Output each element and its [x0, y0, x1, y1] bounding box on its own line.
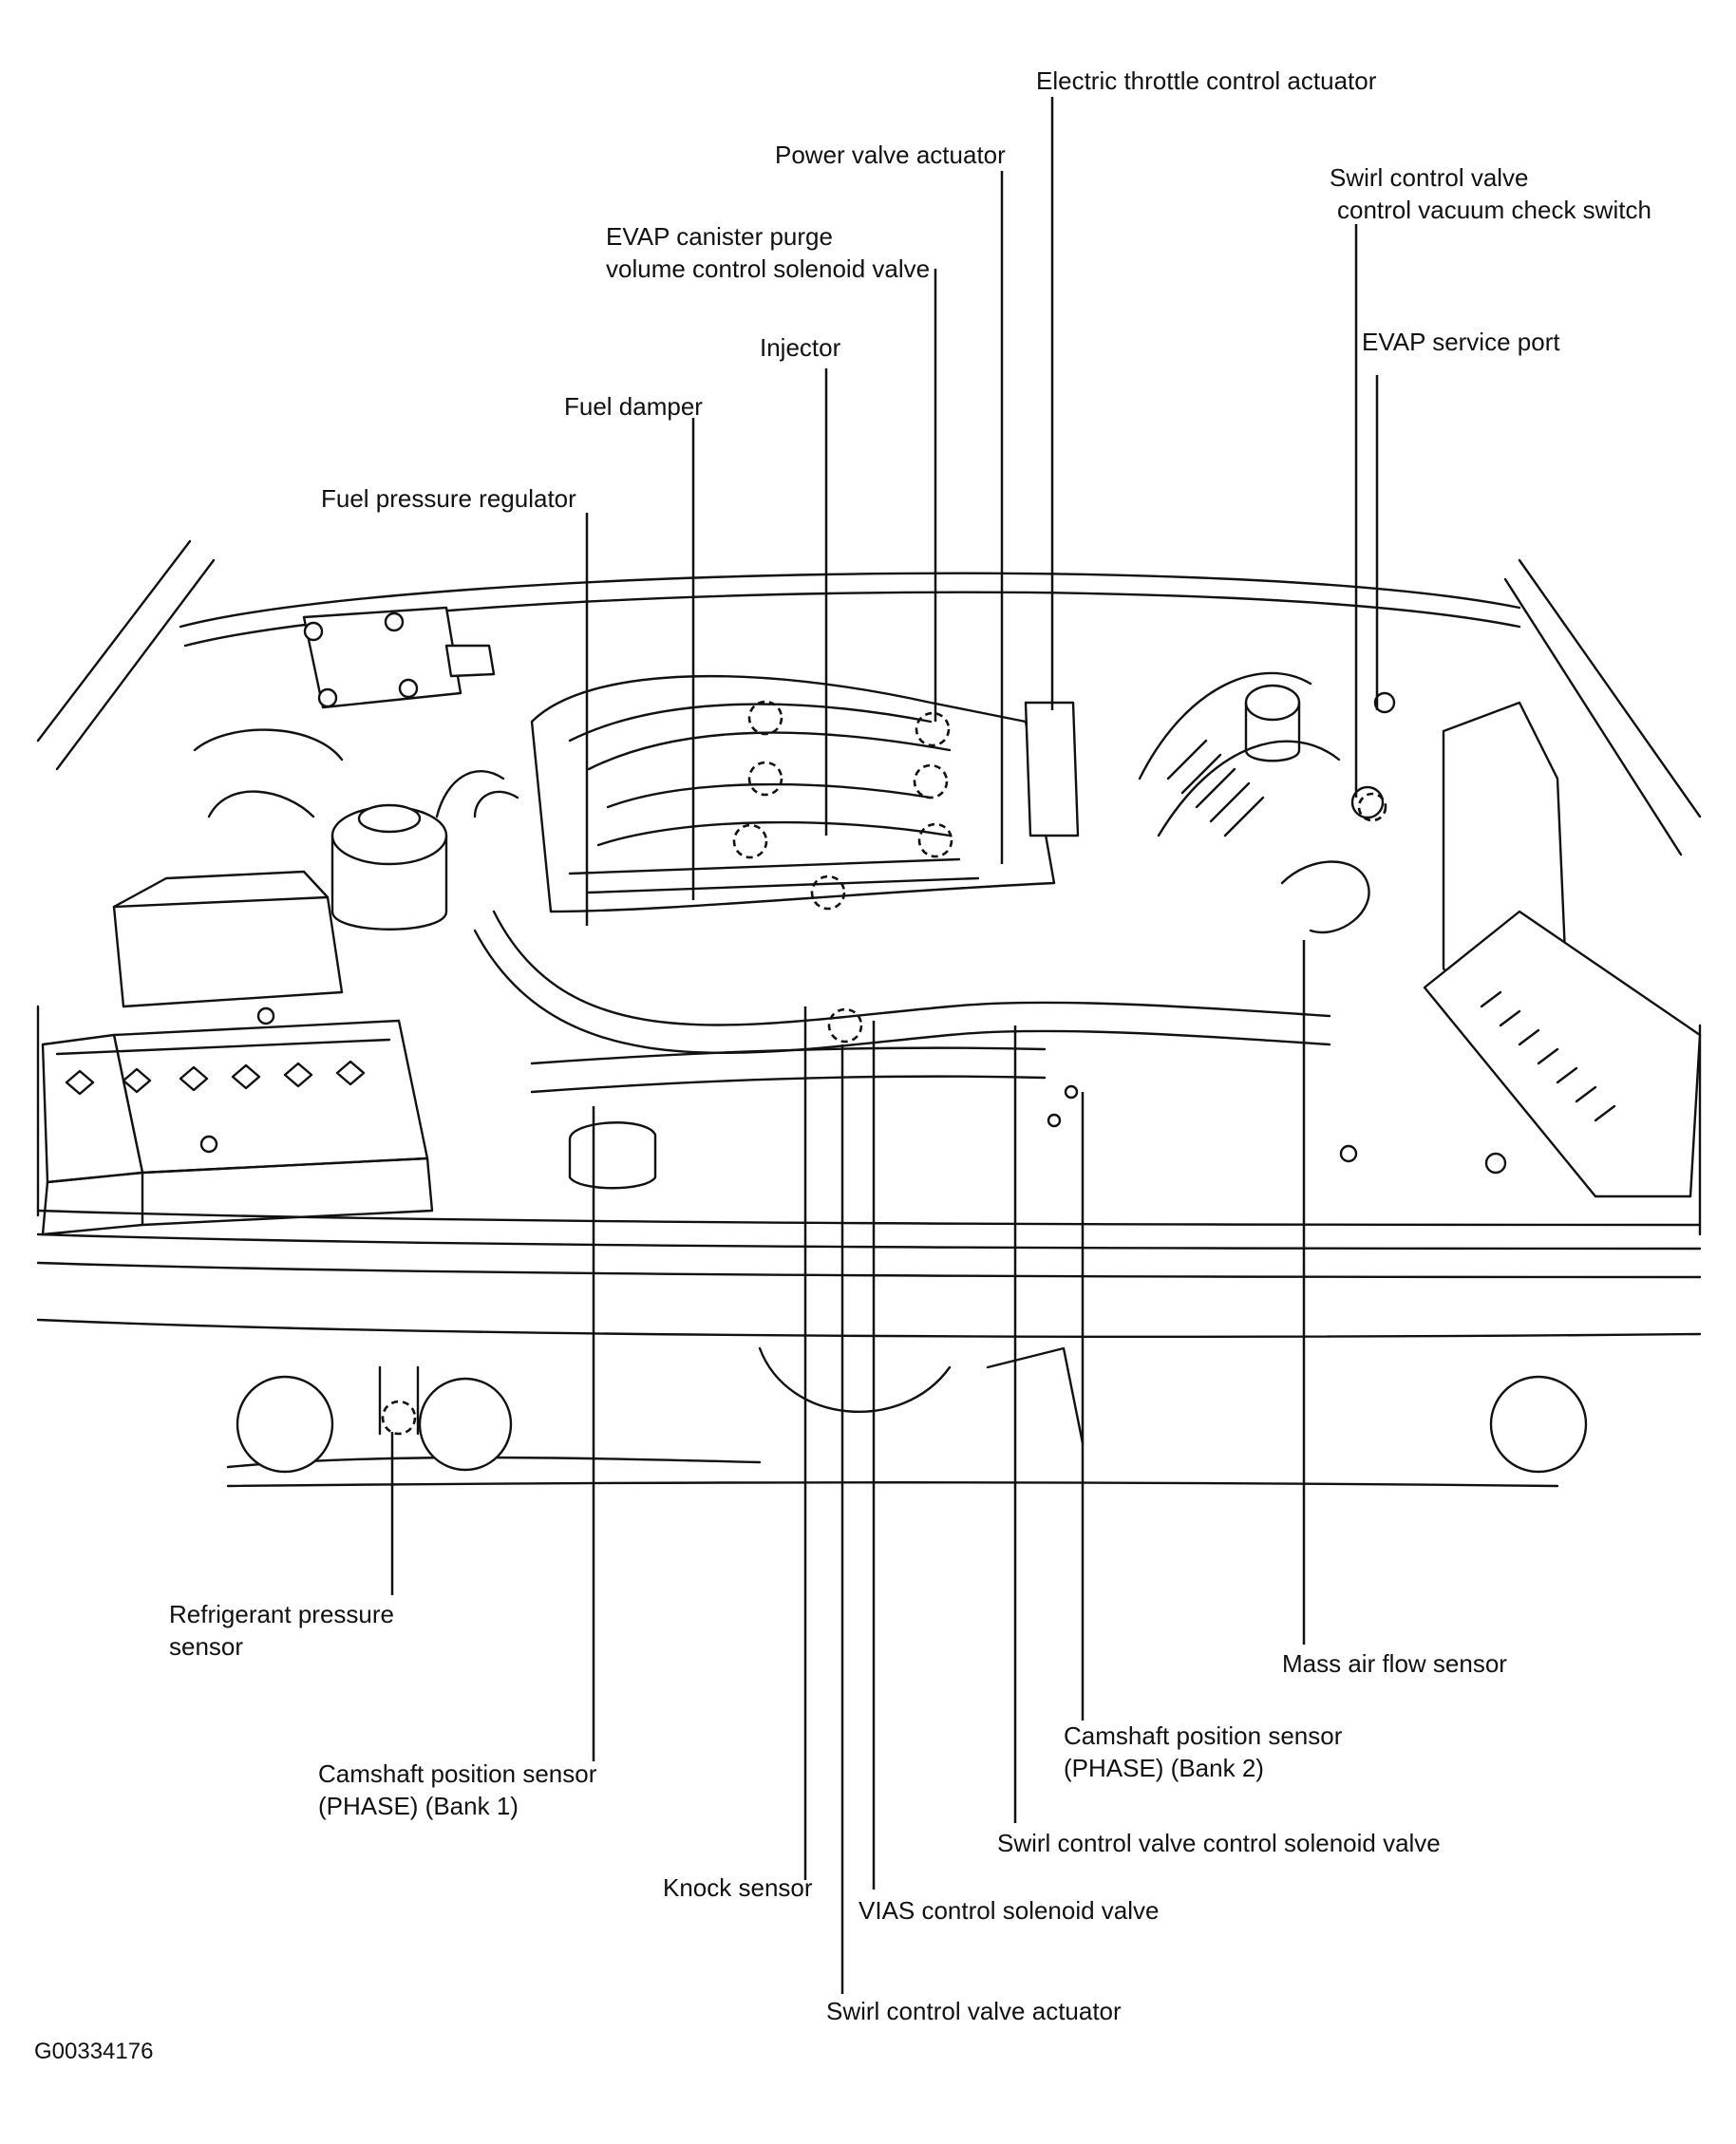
label-vias-control-solenoid-valve: VIAS control solenoid valve	[859, 1896, 1160, 1925]
label-evap-canister-purge-valve: EVAP canister purge volume control solen…	[606, 222, 931, 283]
label-swirl-control-vacuum-check-switch: Swirl control valve control vacuum check…	[1330, 163, 1651, 224]
label-electric-throttle-control-actuator: Electric throttle control actuator	[1036, 66, 1377, 95]
engine-bay-illustration	[36, 539, 1702, 1488]
component-location-markers	[381, 700, 1387, 1436]
label-injector: Injector	[760, 333, 841, 362]
label-fuel-damper: Fuel damper	[564, 392, 703, 421]
label-swirl-control-solenoid-valve: Swirl control valve control solenoid val…	[997, 1829, 1441, 1857]
figure-id: G00334176	[34, 2039, 154, 2064]
label-mass-air-flow-sensor: Mass air flow sensor	[1282, 1649, 1507, 1678]
leader-lines	[390, 97, 1379, 1994]
label-camshaft-position-sensor-bank1: Camshaft position sensor (PHASE) (Bank 1…	[318, 1759, 597, 1820]
label-swirl-control-valve-actuator: Swirl control valve actuator	[826, 1997, 1122, 2025]
label-camshaft-position-sensor-bank2: Camshaft position sensor (PHASE) (Bank 2…	[1064, 1721, 1343, 1782]
label-evap-service-port: EVAP service port	[1362, 328, 1560, 356]
label-fuel-pressure-regulator: Fuel pressure regulator	[321, 484, 576, 513]
label-power-valve-actuator: Power valve actuator	[775, 141, 1006, 169]
battery-cells	[65, 1060, 366, 1096]
label-refrigerant-pressure-sensor: Refrigerant pressure sensor	[169, 1600, 394, 1661]
label-knock-sensor: Knock sensor	[663, 1873, 813, 1902]
